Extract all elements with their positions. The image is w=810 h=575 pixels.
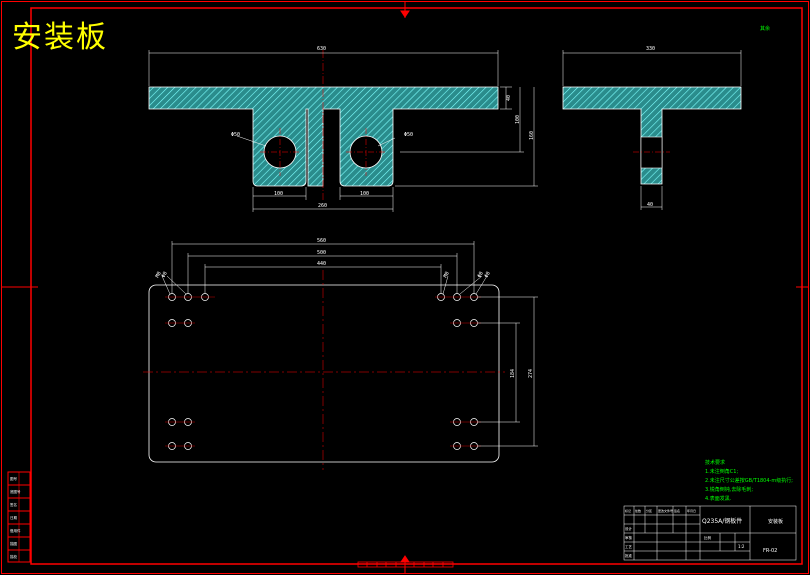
tech-item-2: 2.未注尺寸公差按GB/T1804-m级执行; bbox=[705, 477, 793, 484]
drawing-title: 安装板 bbox=[12, 20, 108, 55]
dim-plan-440: 440 bbox=[317, 261, 326, 267]
dim-slot-distance: 260 bbox=[318, 203, 327, 209]
dim-plan-500: 500 bbox=[317, 250, 326, 256]
dim-slot-left: 100 bbox=[274, 191, 283, 197]
left-strip-3: 日期 bbox=[10, 515, 17, 520]
left-side-table: 图号 底图号 签名 日期 借用件 描图 描校 bbox=[7, 471, 31, 563]
dim-plan-274: 274 bbox=[528, 369, 534, 378]
dim-side-stem: 40 bbox=[647, 202, 653, 208]
left-strip-6: 描校 bbox=[10, 554, 17, 559]
front-view-section bbox=[148, 50, 499, 200]
title-material: Q235A/钢板件 bbox=[702, 517, 742, 525]
side-view bbox=[562, 50, 742, 210]
scale-ruler bbox=[357, 561, 454, 568]
title-block bbox=[623, 505, 797, 561]
tb-small-5: 年月日 bbox=[687, 508, 696, 513]
dim-side-width: 330 bbox=[646, 46, 655, 52]
tb-row-3: 批准 bbox=[625, 553, 633, 558]
hole-label-2: Φ8 bbox=[161, 271, 169, 279]
dim-flange-thickness: 40 bbox=[506, 95, 512, 101]
tb-row-0: 设计 bbox=[625, 526, 633, 531]
left-strip-0: 图号 bbox=[10, 476, 17, 481]
left-strip-1: 底图号 bbox=[10, 489, 21, 494]
tb-small-1: 处数 bbox=[635, 508, 641, 513]
left-strip-5: 描图 bbox=[10, 541, 17, 546]
hole-label-5: Φ8 bbox=[484, 271, 492, 279]
left-strip-4: 借用件 bbox=[10, 528, 21, 533]
dim-plan-560: 560 bbox=[317, 238, 326, 244]
dim-height-total: 160 bbox=[529, 131, 535, 140]
tech-item-4: 4.表面发黑. bbox=[705, 495, 732, 502]
hole-label-4: Φ8 bbox=[477, 271, 485, 279]
tb-row-1: 审核 bbox=[625, 535, 633, 540]
tb-small-0: 标记 bbox=[625, 508, 631, 513]
left-strip-2: 签名 bbox=[10, 502, 17, 507]
tb-small-4: 签名 bbox=[674, 508, 680, 513]
front-view-dims bbox=[148, 50, 538, 212]
tech-item-3: 3.锐角倒钝,去除毛刺; bbox=[705, 486, 753, 493]
title-part-name: 安装板 bbox=[768, 518, 783, 525]
tb-small-3: 更改文件号 bbox=[658, 508, 673, 513]
tb-small-2: 分区 bbox=[646, 508, 652, 513]
tech-heading: 技术要求 bbox=[705, 459, 725, 466]
tech-requirements: 技术要求 1.未注倒角C1; 2.未注尺寸公差按GB/T1804-m级执行; 3… bbox=[705, 459, 793, 502]
dim-plan-184: 184 bbox=[510, 369, 516, 378]
hole-label-1: M8 bbox=[155, 271, 163, 279]
tech-item-1: 1.未注倒角C1; bbox=[705, 468, 738, 475]
title-scale-label: 比例 bbox=[704, 535, 712, 540]
dim-height-inner: 100 bbox=[515, 115, 521, 124]
plan-view bbox=[143, 241, 538, 470]
title-scale-value: 1:2 bbox=[738, 544, 745, 549]
tb-row-2: 工艺 bbox=[625, 544, 633, 549]
dim-hole-left: Φ50 bbox=[231, 132, 240, 138]
corner-note: 其余 bbox=[760, 25, 770, 32]
dim-top-width: 630 bbox=[317, 46, 326, 52]
dim-slot-right: 100 bbox=[360, 191, 369, 197]
title-drawing-no: FR-02 bbox=[763, 548, 777, 554]
dim-hole-right: Φ50 bbox=[404, 132, 413, 138]
inner-frame bbox=[30, 7, 803, 565]
hole-label-3: M8 bbox=[443, 271, 451, 279]
